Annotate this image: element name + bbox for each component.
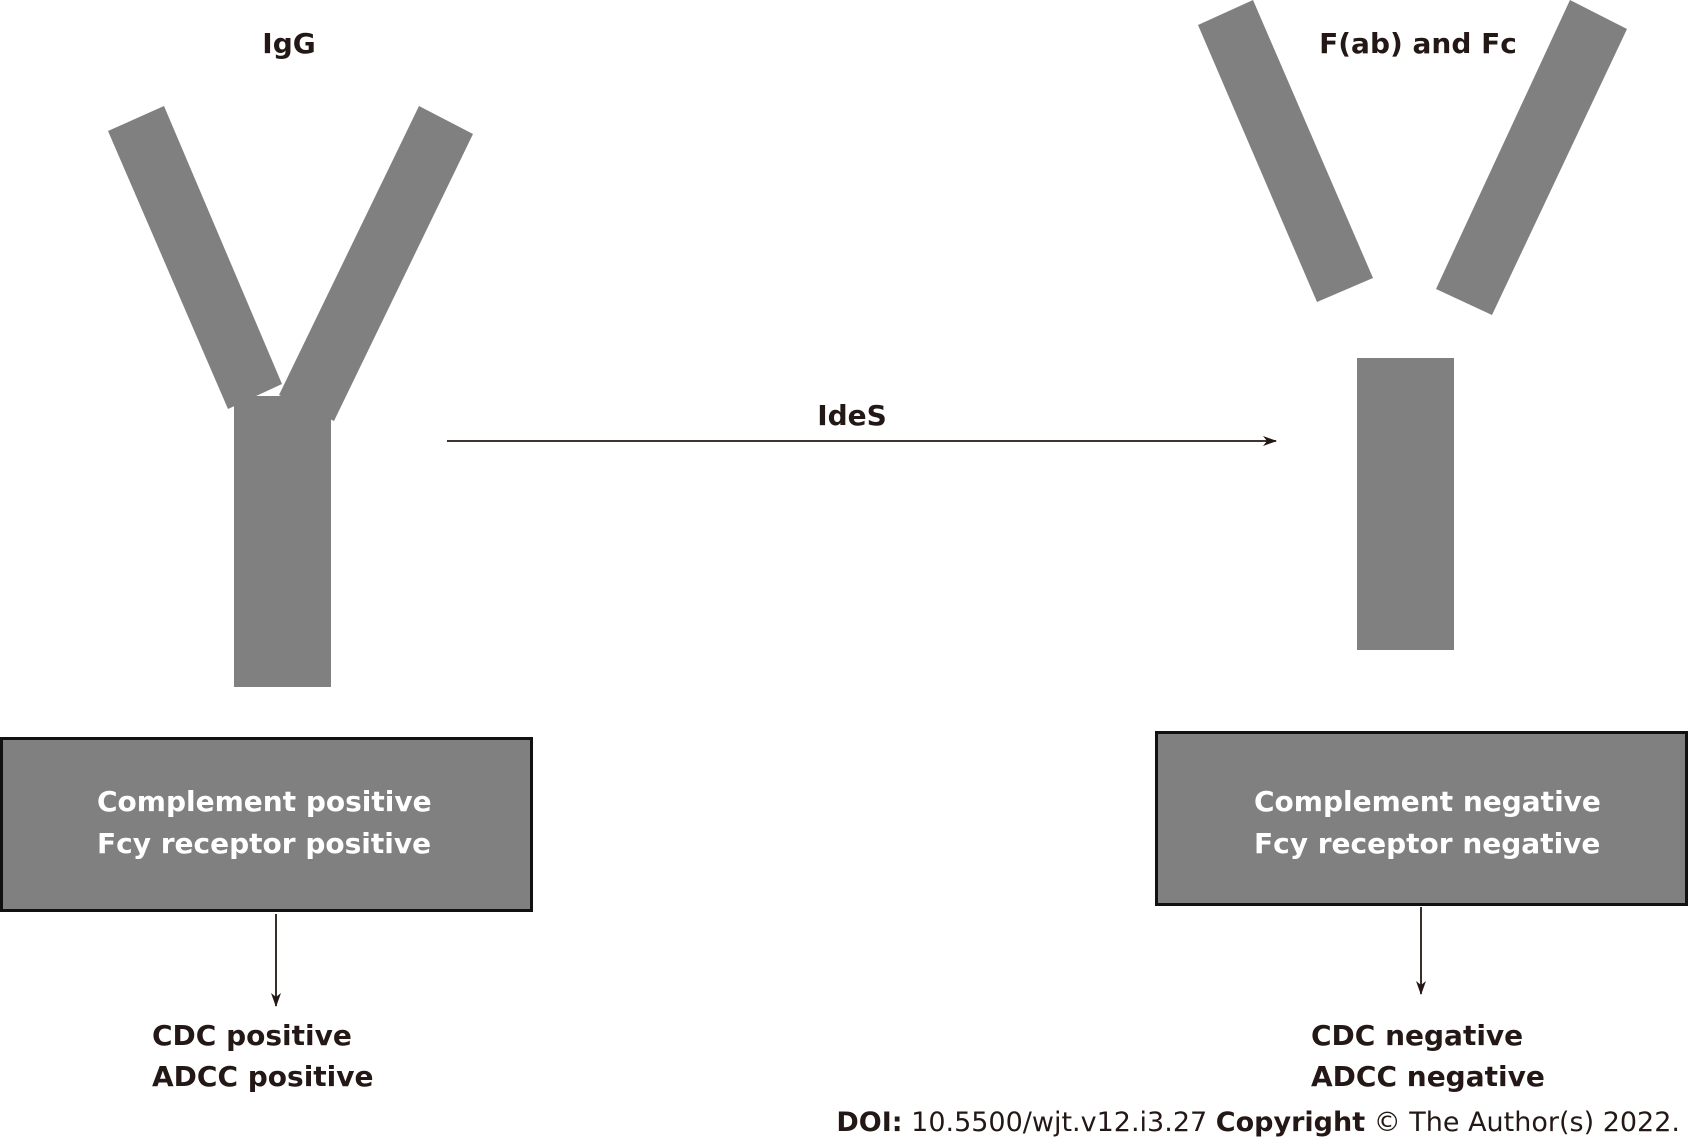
right-result: CDC negative ADCC negative [1311,1015,1545,1097]
right-property-box: Complement negative Fcy receptor negativ… [1155,731,1688,906]
fab-fc-fragments-shape [1198,0,1627,650]
igg-left-arm [108,106,282,409]
fc-fragment [1357,358,1454,650]
doi-label: DOI: [836,1107,903,1138]
fab-fc-title: F(ab) and Fc [1319,27,1517,60]
igg-stem [234,396,331,687]
igg-antibody-shape [108,106,473,687]
left-property-box: Complement positive Fcy receptor positiv… [0,737,533,912]
doi-value: 10.5500/wjt.v12.i3.27 [911,1107,1208,1138]
left-box-text: Complement positive Fcy receptor positiv… [97,781,432,865]
igg-right-arm [279,106,473,421]
cdc-status-label: CDC negative [1311,1019,1524,1052]
igg-title: IgG [262,27,316,60]
right-box-text: Complement negative Fcy receptor negativ… [1254,781,1601,865]
complement-status-label: Complement negative [1254,785,1601,818]
adcc-status-label: ADCC negative [1311,1060,1545,1093]
cdc-status-label: CDC positive [152,1019,352,1052]
fab-left-fragment [1198,0,1373,302]
fcy-receptor-status-label: Fcy receptor positive [97,827,432,860]
copyright-label: Copyright [1215,1107,1366,1138]
left-result: CDC positive ADCC positive [152,1015,374,1097]
citation-footer: DOI: 10.5500/wjt.v12.i3.27 Copyright © T… [836,1109,1680,1136]
complement-status-label: Complement positive [97,785,432,818]
ides-label: IdeS [817,399,887,432]
copyright-text: © The Author(s) 2022. [1373,1107,1680,1138]
adcc-status-label: ADCC positive [152,1060,374,1093]
fcy-receptor-status-label: Fcy receptor negative [1254,827,1601,860]
fab-right-fragment [1436,0,1627,315]
